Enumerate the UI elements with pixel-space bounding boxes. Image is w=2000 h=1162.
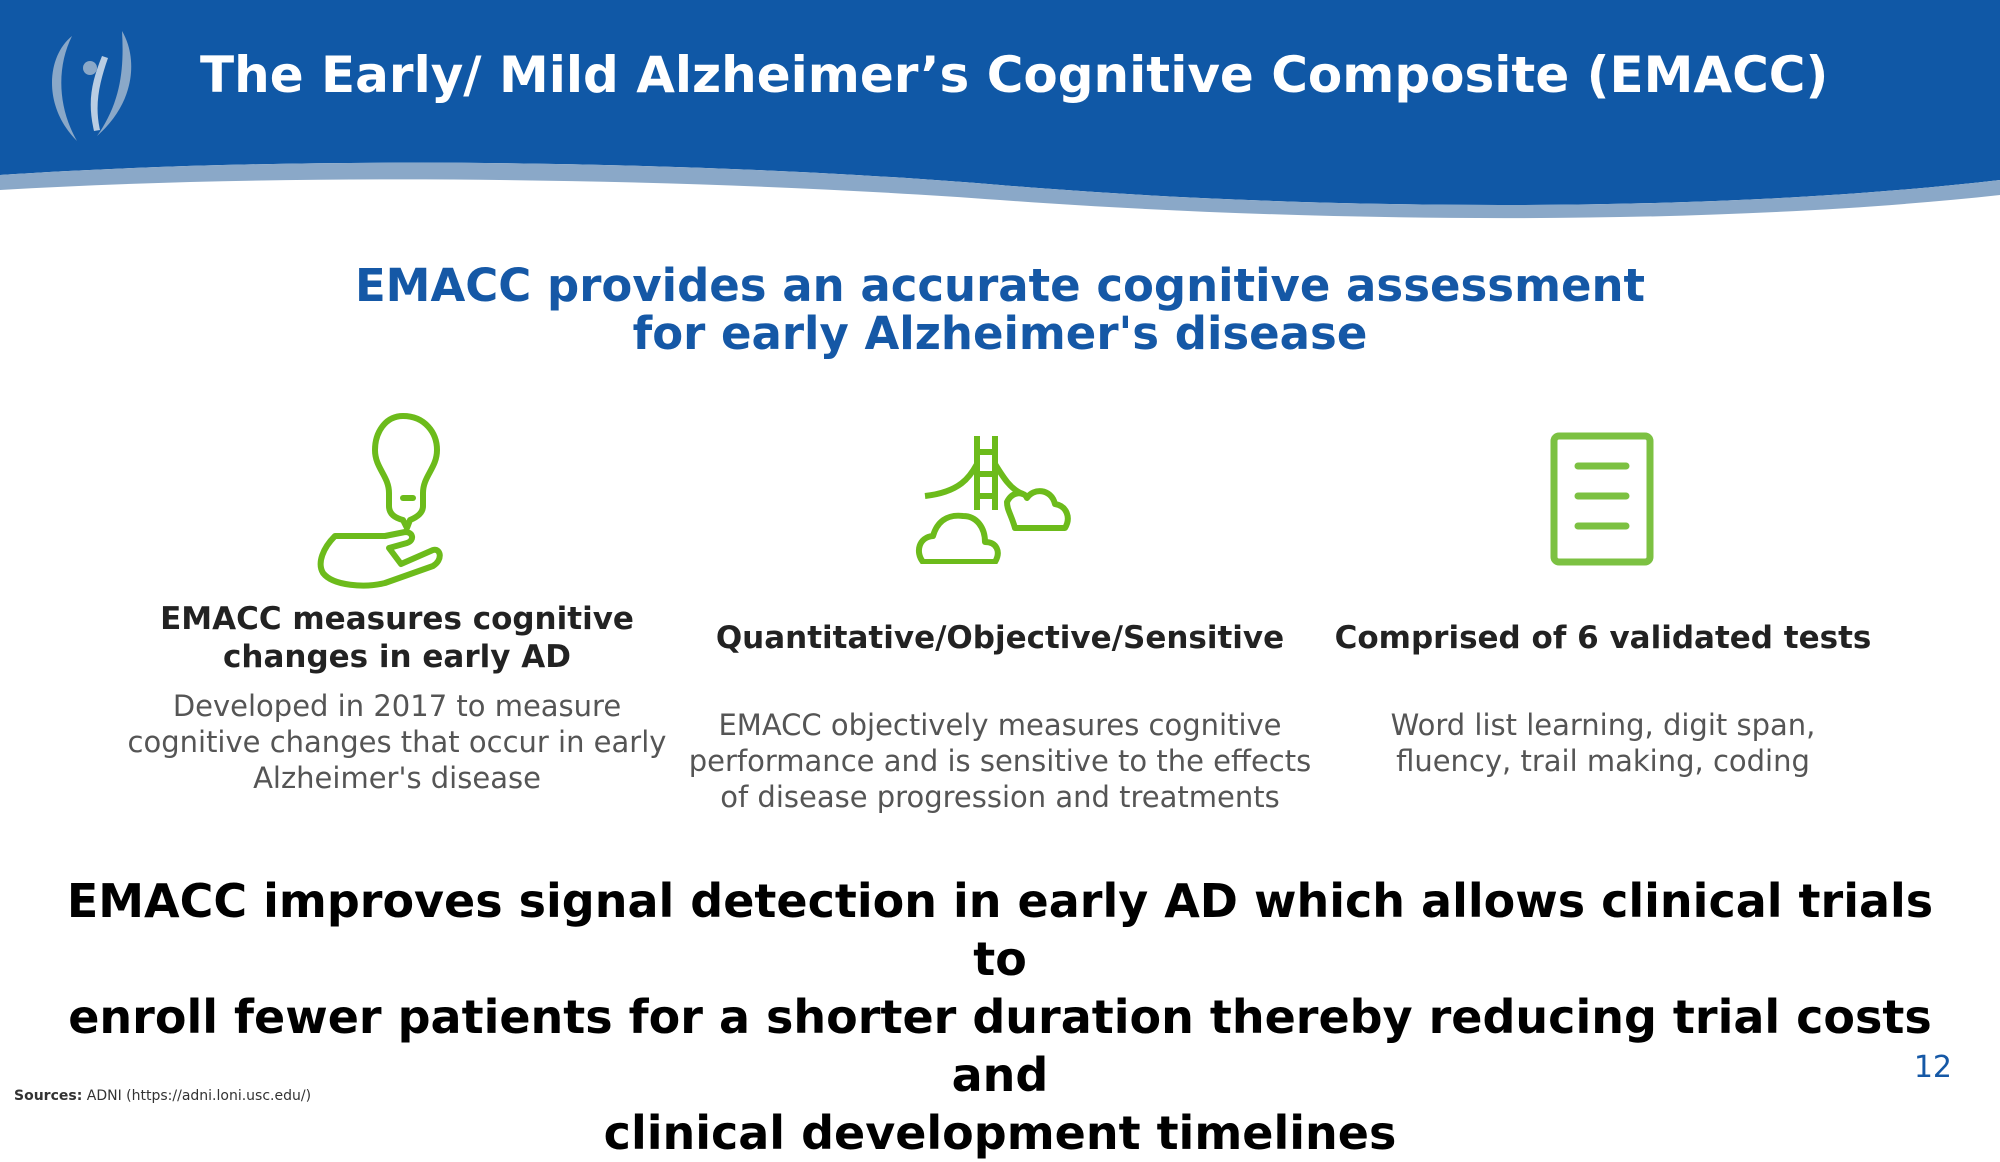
sources-note: Sources: ADNI (https://adni.loni.usc.edu… — [14, 1088, 311, 1104]
feature-column-1: EMACC measures cognitive changes in earl… — [117, 600, 677, 796]
takeaway-line: clinical development timelines — [603, 1106, 1397, 1160]
body-line: Alzheimer's disease — [253, 761, 541, 795]
feature-heading: EMACC measures cognitive changes in earl… — [117, 600, 677, 676]
body-line: EMACC objectively measures cognitive — [718, 708, 1282, 742]
bridge-clouds-icon — [915, 436, 1071, 564]
feature-column-3: Comprised of 6 validated tests Word list… — [1303, 619, 1903, 779]
lightbulb-hand-icon — [317, 413, 443, 589]
body-line: of disease progression and treatments — [720, 780, 1280, 814]
takeaway-line: enroll fewer patients for a shorter dura… — [68, 990, 1932, 1102]
feature-heading: Comprised of 6 validated tests — [1334, 620, 1872, 656]
body-line: cognitive changes that occur in early — [127, 725, 667, 759]
takeaway-line: EMACC improves signal detection in early… — [66, 874, 1934, 986]
subtitle: EMACC provides an accurate cognitive ass… — [0, 262, 2000, 358]
feature-body: Developed in 2017 to measure cognitive c… — [117, 688, 677, 796]
document-list-icon — [1550, 432, 1654, 566]
logo-icon — [52, 31, 132, 141]
page-number: 12 — [1913, 1050, 1952, 1085]
feature-column-2: Quantitative/Objective/Sensitive EMACC o… — [670, 619, 1330, 815]
header-banner — [0, 0, 2000, 219]
feature-heading: Quantitative/Objective/Sensitive — [715, 620, 1285, 656]
body-line: Word list learning, digit span, — [1390, 708, 1816, 742]
feature-body: EMACC objectively measures cognitive per… — [670, 707, 1330, 815]
feature-body: Word list learning, digit span, fluency,… — [1303, 707, 1903, 779]
heading-line: changes in early AD — [223, 639, 571, 675]
sources-label: Sources: — [14, 1088, 83, 1104]
body-line: Developed in 2017 to measure — [172, 689, 622, 723]
sources-text: ADNI (https://adni.loni.usc.edu/) — [82, 1088, 312, 1104]
body-line: performance and is sensitive to the effe… — [688, 744, 1312, 778]
subtitle-line: for early Alzheimer's disease — [632, 307, 1368, 360]
heading-line: EMACC measures cognitive — [160, 601, 634, 637]
key-takeaway: EMACC improves signal detection in early… — [60, 872, 1940, 1162]
body-line: fluency, trail making, coding — [1396, 744, 1810, 778]
page-title: The Early/ Mild Alzheimer’s Cognitive Co… — [200, 46, 1829, 104]
subtitle-line: EMACC provides an accurate cognitive ass… — [354, 259, 1646, 312]
